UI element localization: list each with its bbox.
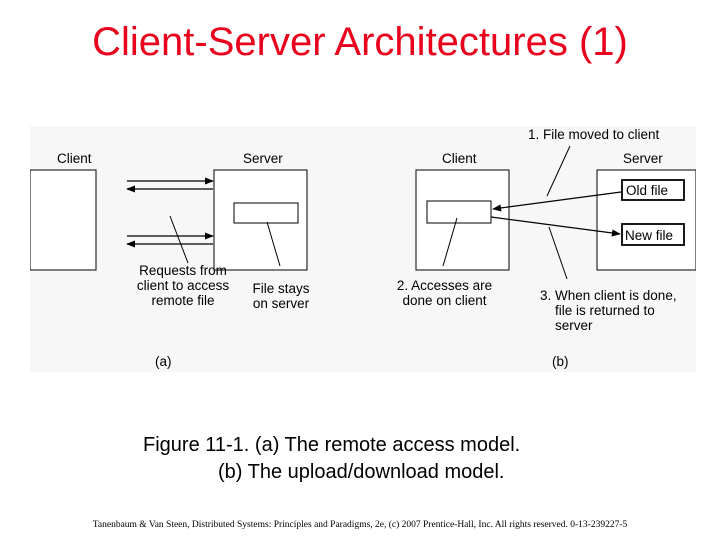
old-file-label: Old file bbox=[626, 183, 669, 198]
caption-line-1: Figure 11-1. (a) The remote access model… bbox=[143, 434, 521, 456]
step1-label: 1. File moved to client bbox=[528, 127, 660, 142]
step1-pointer bbox=[546, 145, 571, 197]
server-label-a: Server bbox=[243, 151, 283, 166]
sublabel-a: (a) bbox=[155, 354, 172, 369]
step3-note-line: 3. When client is done, bbox=[540, 288, 677, 303]
figure-11-1: Client Server Requests from client to ac… bbox=[30, 126, 696, 372]
caption-line-2: (b) The upload/download model. bbox=[218, 461, 505, 483]
stays-note: File stays on server bbox=[226, 281, 336, 311]
remote-file-a bbox=[233, 202, 299, 224]
client-label-b: Client bbox=[442, 151, 477, 166]
new-file-label: New file bbox=[625, 228, 674, 243]
sublabel-b: (b) bbox=[552, 354, 569, 369]
slide-title: Client-Server Architectures (1) bbox=[92, 20, 628, 64]
requests-note-line: client to access bbox=[136, 278, 230, 293]
client-box-a bbox=[30, 169, 97, 271]
copyright-footer: Tanenbaum & Van Steen, Distributed Syste… bbox=[92, 520, 628, 530]
requests-note-line: remote file bbox=[151, 293, 215, 308]
new-file-box bbox=[621, 223, 685, 246]
upload-arrow bbox=[490, 216, 621, 237]
diagram-canvas bbox=[30, 145, 696, 280]
client-file-b bbox=[426, 200, 492, 224]
step2-pointer bbox=[442, 217, 458, 267]
old-file-box bbox=[621, 179, 685, 201]
step3-note: 3. When client is done, file is returned… bbox=[540, 288, 677, 333]
step2-note: 2. Accesses are done on client bbox=[382, 278, 507, 308]
stays-note-line: on server bbox=[252, 296, 310, 311]
diagram-a bbox=[30, 169, 308, 271]
diagram-b bbox=[415, 145, 696, 280]
requests-note-line: Requests from bbox=[139, 263, 227, 278]
stays-note-line: File stays bbox=[252, 281, 310, 296]
step3-note-line: server bbox=[555, 318, 593, 333]
download-arrow bbox=[492, 191, 622, 212]
step3-pointer bbox=[548, 226, 568, 280]
step3-note-line: file is returned to bbox=[555, 303, 655, 318]
step2-note-line: 2. Accesses are bbox=[396, 278, 493, 293]
requests-note: Requests from client to access remote fi… bbox=[98, 263, 268, 308]
client-label-a: Client bbox=[57, 151, 92, 166]
stays-pointer bbox=[266, 221, 281, 267]
server-label-b: Server bbox=[623, 151, 663, 166]
requests-pointer bbox=[169, 215, 189, 264]
step2-note-line: done on client bbox=[402, 293, 487, 308]
